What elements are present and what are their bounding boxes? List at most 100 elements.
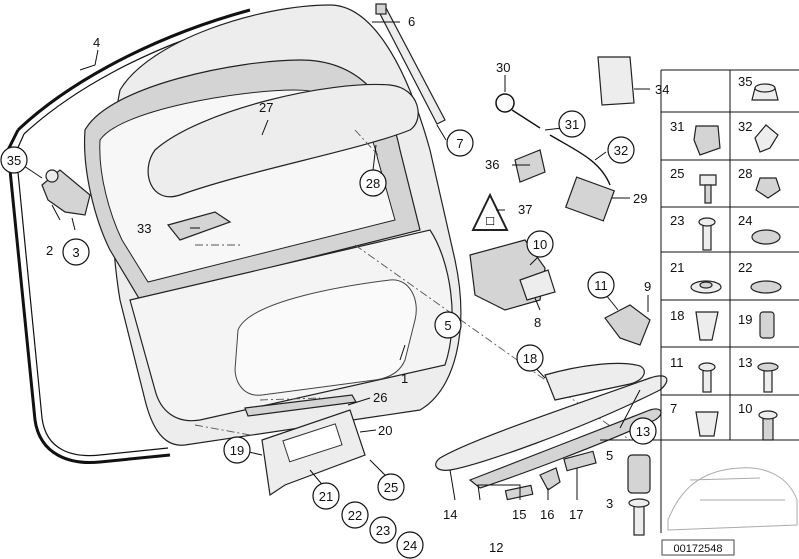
callout-23: 23: [369, 516, 397, 544]
svg-text:28: 28: [366, 176, 380, 191]
table-label-32: 32: [738, 119, 752, 134]
cable-loop-30: [495, 93, 515, 113]
assembly-line-a: [195, 129, 631, 441]
handle-bar-18: [544, 362, 645, 401]
sensor-29: [564, 176, 616, 222]
table-label-5: 5: [606, 448, 613, 463]
callout-6: 6: [408, 14, 415, 29]
warning-label-37: [471, 192, 509, 231]
callout-3: 3: [62, 238, 90, 266]
callout-32: 32: [607, 136, 635, 164]
callout-9: 9: [644, 279, 651, 294]
svg-text:35: 35: [7, 153, 21, 168]
table-label-11: 11: [670, 355, 684, 370]
svg-text:31: 31: [565, 117, 579, 132]
callout-29: 29: [633, 191, 647, 206]
plate-recess: [234, 279, 417, 396]
svg-text:5: 5: [444, 318, 451, 333]
callout-14: 14: [443, 507, 457, 522]
latch-part-9: [604, 304, 651, 346]
plate-holder-window: [282, 423, 343, 463]
callout-17: 17: [569, 507, 583, 522]
table-label-7: 7: [670, 401, 677, 416]
svg-text:24: 24: [403, 538, 417, 553]
callout-25: 25: [377, 473, 405, 501]
lock-bracket: [519, 269, 556, 301]
small-parts-grid: [600, 69, 799, 533]
callout-10: 10: [526, 230, 554, 258]
reference-number: 00172548: [674, 543, 723, 555]
reference-number-box: [661, 539, 735, 556]
table-label-35: 35: [738, 74, 752, 89]
callout-20: 20: [378, 423, 392, 438]
callout-24: 24: [396, 531, 424, 559]
table-label-21: 21: [670, 260, 684, 275]
table-label-31: 31: [670, 119, 684, 134]
callout-15: 15: [512, 507, 526, 522]
svg-text:3: 3: [72, 245, 79, 260]
callout-2: 2: [46, 243, 53, 258]
gas-strut-end: [375, 3, 387, 15]
svg-text:25: 25: [384, 480, 398, 495]
callout-21: 21: [312, 482, 340, 510]
svg-text:11: 11: [594, 278, 608, 293]
tailgate-seal: [6, 8, 251, 464]
svg-text:19: 19: [230, 443, 244, 458]
clip-16: [539, 467, 561, 491]
pad-34: [597, 56, 635, 106]
callout-16: 16: [540, 507, 554, 522]
svg-text:23: 23: [376, 523, 390, 538]
table-label-19: 19: [738, 312, 752, 327]
svg-text:22: 22: [348, 508, 362, 523]
svg-text:18: 18: [523, 351, 537, 366]
cable-30: [511, 109, 541, 129]
spoiler-upper: [147, 83, 419, 198]
table-label-24: 24: [738, 213, 752, 228]
callout-35-main: 35: [0, 146, 28, 174]
callout-7: 7: [446, 129, 474, 157]
small-parts-glyphs: [627, 83, 782, 536]
leader-lines: [14, 21, 650, 501]
callout-5: 5: [434, 311, 462, 339]
callout-31: 31: [558, 110, 586, 138]
callout-30: 30: [496, 60, 510, 75]
table-label-18: 18: [670, 308, 684, 323]
table-label-23: 23: [670, 213, 684, 228]
callout-19: 19: [223, 436, 251, 464]
callout-4: 4: [93, 35, 100, 50]
callout-18: 18: [516, 344, 544, 372]
table-label-3: 3: [606, 496, 613, 511]
bracket-36: [514, 149, 546, 183]
table-label-22: 22: [738, 260, 752, 275]
pad-15: [504, 484, 534, 501]
callout-12: 12: [489, 540, 503, 555]
table-label-28: 28: [738, 166, 752, 181]
callout-1: 1: [401, 371, 408, 386]
svg-text:7: 7: [456, 136, 463, 151]
callout-27: 27: [259, 100, 273, 115]
callout-11: 11: [587, 271, 615, 299]
assembly-line-b: [194, 397, 321, 436]
svg-text:21: 21: [319, 489, 333, 504]
bracket-33: [166, 211, 232, 241]
svg-text:32: 32: [614, 143, 628, 158]
callout-33: 33: [137, 221, 151, 236]
callout-34: 34: [655, 82, 669, 97]
table-label-13: 13: [738, 355, 752, 370]
hinge-bolt: [45, 169, 59, 183]
callout-26: 26: [373, 390, 387, 405]
callout-22: 22: [341, 501, 369, 529]
callout-8: 8: [534, 315, 541, 330]
table-label-25: 25: [670, 166, 684, 181]
table-label-10: 10: [738, 401, 752, 416]
cable-32: [549, 134, 611, 186]
svg-text:10: 10: [533, 237, 547, 252]
callout-37: 37: [518, 202, 532, 217]
svg-text:13: 13: [636, 424, 650, 439]
callout-28: 28: [359, 169, 387, 197]
car-thumbnail: [667, 467, 798, 531]
trim-strip-14: [435, 375, 668, 471]
callout-13: 13: [629, 417, 657, 445]
callout-36: 36: [485, 157, 499, 172]
